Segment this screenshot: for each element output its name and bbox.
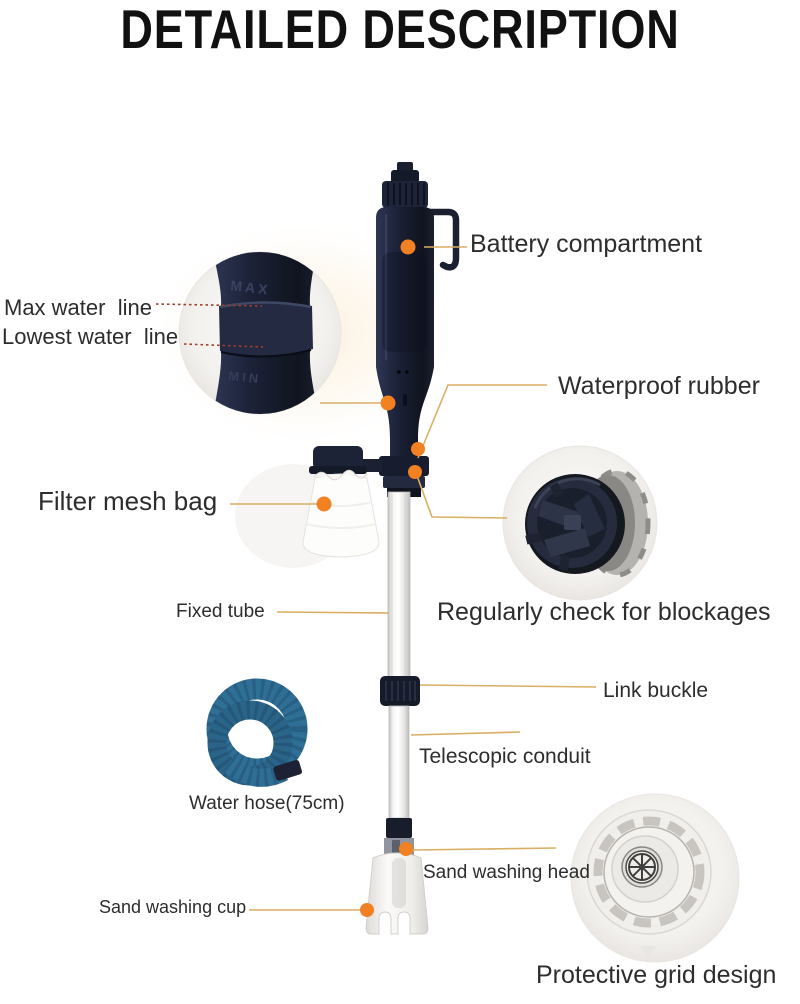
- page-title: DETAILED DESCRIPTION: [120, 0, 680, 60]
- label-water-hose: Water hose(75cm): [189, 793, 345, 814]
- battery-marker-dot: [400, 239, 416, 255]
- link-buckle: [380, 676, 420, 706]
- blockage-leader-line: [415, 472, 508, 519]
- max-marking: MAX: [230, 277, 272, 298]
- filter-mesh-bag: [302, 469, 380, 558]
- hook-handle: [424, 208, 460, 271]
- sand-head-leader-line: [411, 847, 557, 851]
- fixed-tube-leader-line: [276, 611, 390, 614]
- sand-head-marker-dot: [399, 842, 413, 856]
- battery-cap: [382, 162, 428, 208]
- telescopic-tube: [388, 705, 410, 819]
- motor-waist: [376, 367, 434, 458]
- impeller-inset: [502, 445, 658, 601]
- label-protective-grid: Protective grid design: [536, 961, 777, 989]
- link-buckle-leader-line: [419, 684, 597, 688]
- label-link-buckle: Link buckle: [603, 679, 709, 702]
- grid-inset: [570, 793, 740, 963]
- mesh-bag-marker-dot: [316, 496, 332, 512]
- battery-tube: [376, 207, 434, 367]
- waterproof-marker-dot: [411, 442, 425, 456]
- label-fixed-tube: Fixed tube: [176, 601, 265, 622]
- sand-washing-cup: [365, 852, 429, 935]
- label-filter-mesh-bag: Filter mesh bag: [38, 486, 218, 516]
- blockage-marker-dot: [408, 465, 422, 479]
- min-marking: MIN: [228, 368, 262, 386]
- label-lowest-water-line: Lowest water line: [2, 324, 179, 349]
- label-sand-washing-cup: Sand washing cup: [99, 897, 247, 917]
- lowest-water-leader-line: [183, 343, 264, 348]
- fixed-tube: [387, 491, 411, 679]
- gravel-cleaner-product: [302, 162, 460, 935]
- sand-cup-marker-dot: [360, 903, 374, 917]
- waterline-marker-dot: [380, 395, 396, 411]
- label-max-water-line: Max water line: [4, 295, 152, 320]
- max-water-leader-line: [155, 303, 263, 307]
- label-waterproof-rubber: Waterproof rubber: [558, 372, 760, 400]
- label-battery-compartment: Battery compartment: [470, 230, 703, 258]
- label-sand-washing-head: Sand washing head: [423, 862, 590, 883]
- waterproof-leader-line: [417, 384, 547, 459]
- telescopic-leader-line: [410, 731, 521, 736]
- water-line-inset: MAX MIN: [178, 251, 342, 415]
- water-hose-coil: [206, 678, 308, 787]
- filter-mesh-cap: [309, 446, 367, 474]
- label-telescopic-conduit: Telescopic conduit: [419, 745, 591, 768]
- label-regularly-check: Regularly check for blockages: [437, 598, 771, 626]
